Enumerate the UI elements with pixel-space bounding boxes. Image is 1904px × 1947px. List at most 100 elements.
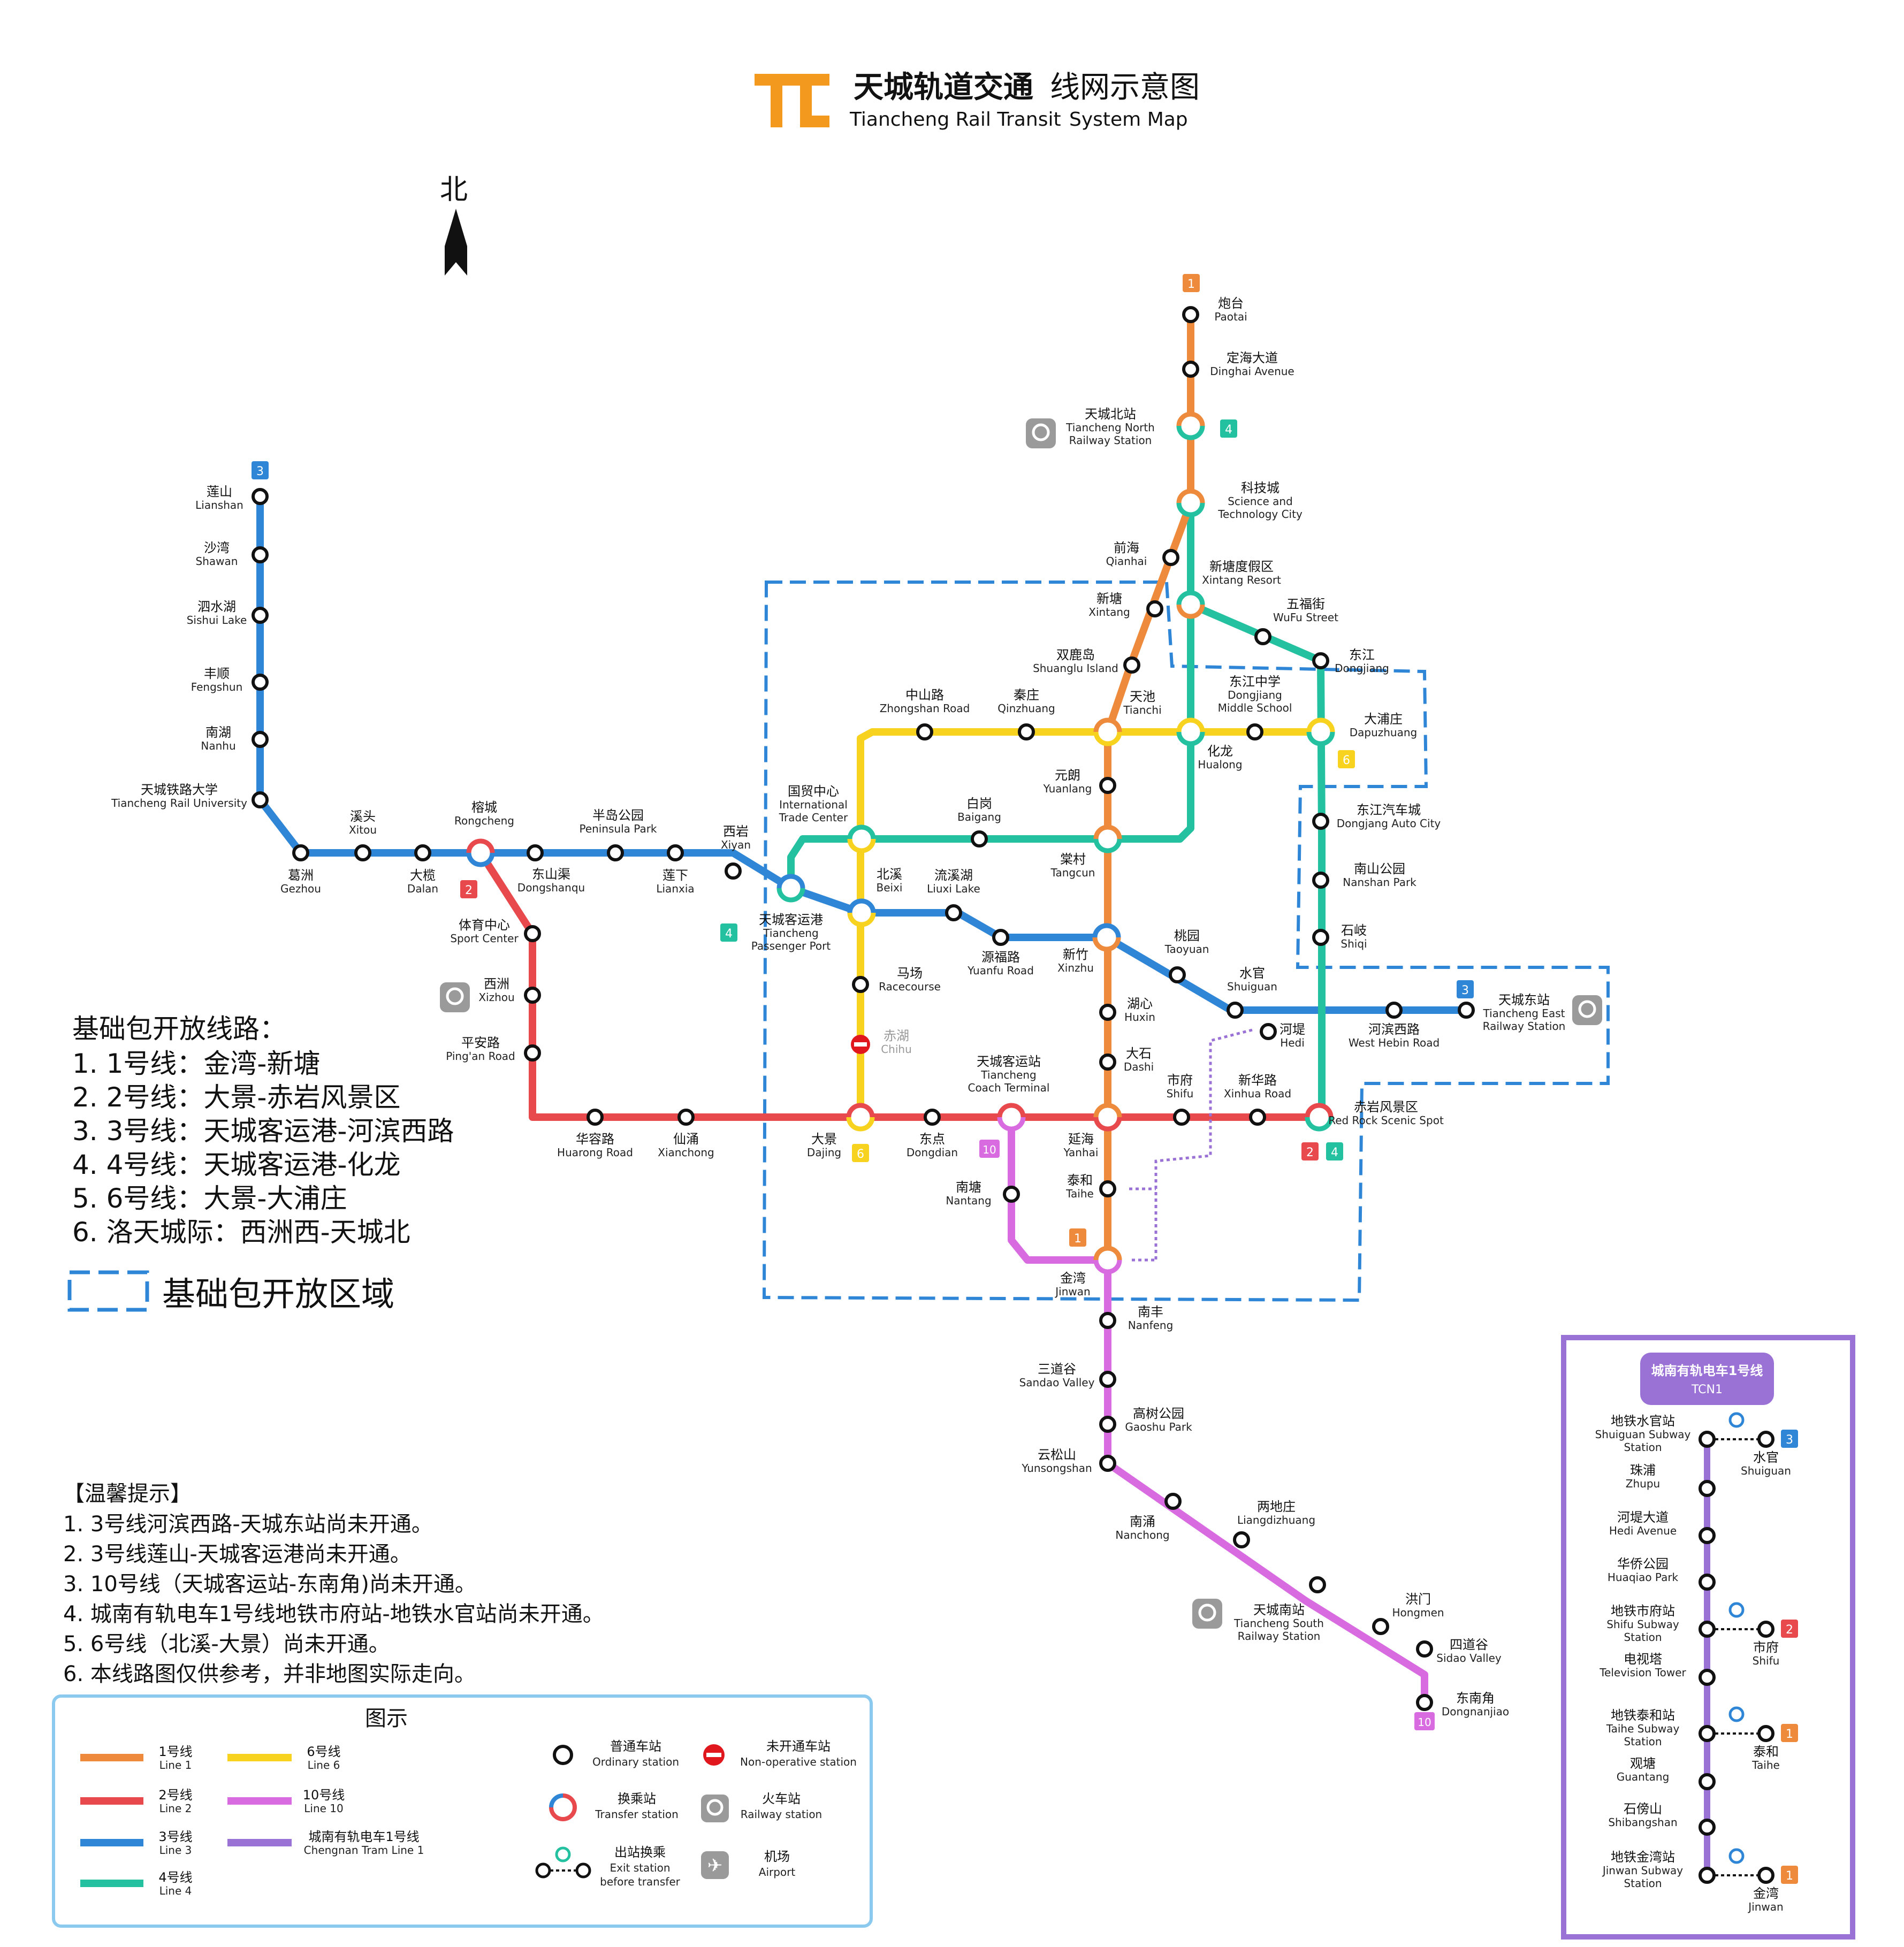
- station-tcru[interactable]: [252, 791, 269, 808]
- svg-text:仙涌: 仙涌: [673, 1132, 699, 1147]
- station-xinhua[interactable]: [1249, 1109, 1266, 1126]
- station-xianchong[interactable]: [677, 1109, 695, 1126]
- station-wufu[interactable]: [1254, 628, 1271, 645]
- transfer-station-beixi[interactable]: [847, 898, 876, 927]
- station-shuanglu[interactable]: [1123, 656, 1140, 674]
- station-djauto[interactable]: [1312, 813, 1329, 830]
- station-qianhai[interactable]: [1162, 549, 1179, 566]
- transfer-station-hualong[interactable]: [1176, 717, 1205, 746]
- station-hebin[interactable]: [1385, 1002, 1403, 1019]
- station-nanfeng[interactable]: [1099, 1312, 1116, 1329]
- transfer-station-tianchi[interactable]: [1093, 717, 1122, 746]
- transfer-station-itc[interactable]: [847, 824, 876, 853]
- transfer-station-tangcun[interactable]: [1093, 824, 1122, 853]
- station-nanshan[interactable]: [1312, 872, 1329, 889]
- station-xitou[interactable]: [354, 844, 371, 861]
- svg-text:Dongjiang: Dongjiang: [1228, 689, 1282, 701]
- transfer-station-coach[interactable]: [997, 1103, 1026, 1132]
- station-liuxi[interactable]: [945, 904, 962, 921]
- station-xizhou[interactable]: [524, 987, 541, 1004]
- station-tcsouth[interactable]: [1309, 1576, 1326, 1593]
- transfer-station-xintangres[interactable]: [1176, 590, 1205, 619]
- transfer-station-rongcheng[interactable]: [466, 838, 495, 867]
- station-gezhou[interactable]: [292, 844, 309, 861]
- station-huxin[interactable]: [1099, 1004, 1116, 1021]
- station-lianxia[interactable]: [667, 844, 684, 861]
- transfer-station-yanhai[interactable]: [1093, 1103, 1122, 1132]
- non-operative-station-chihu[interactable]: [851, 1035, 870, 1054]
- station-qinzhuang[interactable]: [1018, 723, 1035, 740]
- station-paotai[interactable]: [1182, 306, 1199, 323]
- transfer-station-xinzhu[interactable]: [1092, 923, 1121, 952]
- station-yunsong[interactable]: [1099, 1455, 1116, 1472]
- station-sishui[interactable]: [252, 607, 269, 624]
- station-shawan[interactable]: [252, 546, 269, 563]
- station-yuanlang[interactable]: [1099, 777, 1116, 794]
- station-gaoshu[interactable]: [1099, 1416, 1116, 1433]
- station-yuanfu[interactable]: [992, 929, 1009, 946]
- station-lianshan[interactable]: [252, 488, 269, 505]
- svg-text:Dongnanjiao: Dongnanjiao: [1442, 1705, 1509, 1718]
- station-liangdi[interactable]: [1233, 1531, 1250, 1548]
- station-fengshun[interactable]: [252, 674, 269, 691]
- station-dalan[interactable]: [414, 844, 431, 861]
- transfer-station-tcnorth[interactable]: [1176, 411, 1205, 440]
- station-dongjiang[interactable]: [1312, 652, 1329, 669]
- svg-text:Xinhua Road: Xinhua Road: [1224, 1087, 1291, 1100]
- open-lines-title: 基础包开放线路：: [72, 1013, 286, 1044]
- station-dongshanqu[interactable]: [527, 844, 544, 861]
- station-taihe[interactable]: [1099, 1180, 1116, 1197]
- station-sidao[interactable]: [1416, 1640, 1433, 1658]
- station-huarong[interactable]: [587, 1109, 604, 1126]
- station-taoyuan[interactable]: [1169, 966, 1186, 983]
- station-tceast[interactable]: [1458, 1002, 1475, 1019]
- station-xintang[interactable]: [1146, 600, 1163, 617]
- station-shuiguan[interactable]: [1227, 1002, 1244, 1019]
- station-dongnan[interactable]: [1416, 1694, 1433, 1711]
- transfer-station-dapuzhuang[interactable]: [1306, 717, 1335, 746]
- station-racecourse[interactable]: [852, 976, 869, 993]
- tram-title: 城南有轨电车1号线: [1651, 1363, 1763, 1378]
- station-nanchong[interactable]: [1164, 1493, 1182, 1510]
- transfer-station-jinwan[interactable]: [1093, 1246, 1122, 1274]
- station-djms[interactable]: [1246, 723, 1263, 740]
- station-zhongshan[interactable]: [916, 723, 933, 740]
- station-hongmen[interactable]: [1372, 1618, 1389, 1635]
- svg-text:2: 2: [1306, 1146, 1314, 1159]
- svg-text:东南角: 东南角: [1456, 1691, 1495, 1706]
- station-baigang[interactable]: [971, 830, 988, 847]
- svg-text:大榄: 大榄: [410, 868, 436, 883]
- station-pingan[interactable]: [524, 1044, 541, 1062]
- station-shiqi[interactable]: [1312, 929, 1329, 946]
- station-dongdian[interactable]: [924, 1109, 941, 1126]
- station-peninsula[interactable]: [607, 844, 624, 861]
- station-sport[interactable]: [524, 925, 541, 942]
- station-dinghai[interactable]: [1182, 361, 1199, 378]
- transfer-station-dajing[interactable]: [846, 1103, 875, 1132]
- station-nantang[interactable]: [1003, 1186, 1020, 1203]
- station-sandao[interactable]: [1099, 1371, 1116, 1388]
- station-xiyan[interactable]: [725, 862, 742, 880]
- transfer-station-redrock[interactable]: [1305, 1103, 1334, 1132]
- station-hedi[interactable]: [1260, 1023, 1277, 1040]
- svg-text:天城东站: 天城东站: [1498, 992, 1550, 1007]
- station-nanhu[interactable]: [252, 731, 269, 748]
- station-shifu[interactable]: [1173, 1109, 1190, 1126]
- station-dashi[interactable]: [1099, 1053, 1116, 1071]
- transfer-station-tcport[interactable]: [776, 874, 805, 903]
- transfer-station-keji[interactable]: [1176, 488, 1205, 517]
